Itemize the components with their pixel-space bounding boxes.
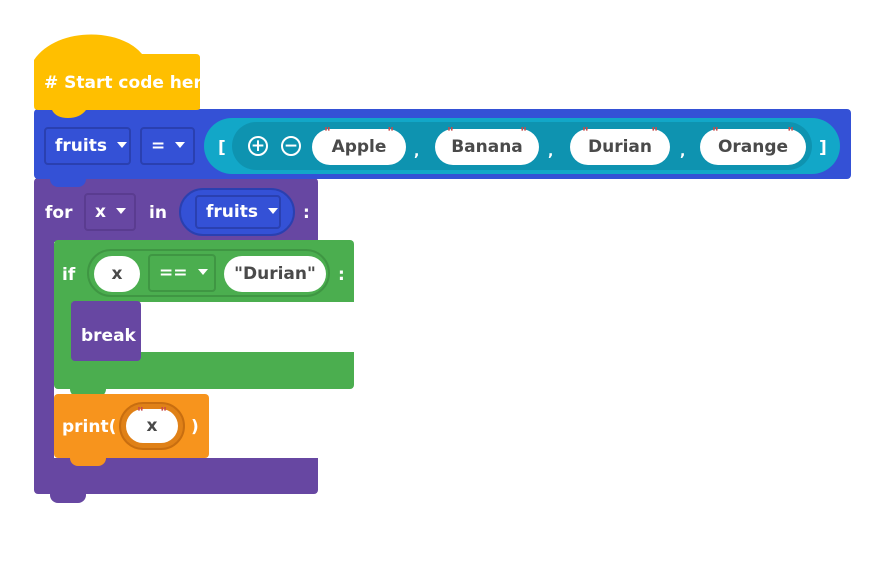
if-colon: : [338,265,345,285]
if-body-rail [54,302,72,354]
if-bottom-notch [70,387,106,397]
iterable-slot[interactable]: fruits [179,188,295,236]
break-block[interactable] [71,301,141,361]
list-separator: , [414,144,420,160]
list-close-bracket: ] [819,138,827,158]
chevron-down-icon [267,208,278,214]
print-arg-label: x [146,416,158,436]
assign-bottom-notch [50,177,86,187]
quote-close: " [787,126,794,141]
for-loop-bottom-notch [50,492,86,503]
iterable-dropdown[interactable]: fruits [195,195,281,229]
list-item-orange[interactable]: " Orange " [700,126,806,165]
start-block[interactable] [34,34,202,120]
for-loop-body-rail [34,242,54,460]
for-variable-dropdown[interactable]: x [84,193,136,231]
list-item-label: Durian [588,137,652,157]
assign-operator-label: = [151,136,166,156]
list-open-bracket: [ [218,138,226,158]
chevron-down-icon [197,269,208,275]
variable-label: fruits [55,136,107,156]
quote-open: " [582,126,589,141]
for-keyword: for [45,203,73,223]
plus-circle-icon[interactable]: + [248,136,268,156]
quote-open: " [324,126,331,141]
chevron-down-icon [175,142,186,148]
list-item-banana[interactable]: " Banana " [435,126,539,165]
minus-circle-icon[interactable]: − [281,136,301,156]
quote-open: " [712,126,719,141]
assign-operator-dropdown[interactable]: = [140,127,195,165]
comparison-operator-dropdown[interactable]: == [148,254,216,292]
list-separator: , [548,144,554,160]
print-arg-value[interactable]: " x " [126,406,178,443]
variable-dropdown[interactable]: fruits [44,127,131,165]
chevron-down-icon [115,208,126,214]
list-separator: , [680,144,686,160]
list-item-label: Orange [717,137,789,157]
quote-close: " [520,126,527,141]
quote-close: " [160,406,167,421]
iterable-label: fruits [206,202,258,222]
print-close-paren: ) [191,417,199,437]
in-keyword: in [149,203,167,223]
quote-open: " [137,406,144,421]
quote-close: " [387,126,394,141]
for-variable-label: x [95,202,106,222]
condition-right-operand[interactable]: "Durian" [224,256,326,292]
list-item-label: Apple [331,137,387,157]
print-bottom-notch [70,456,106,466]
condition-left-operand[interactable]: x [94,256,140,292]
list-item-apple[interactable]: " Apple " [312,126,406,165]
comparison-operator-label: == [159,263,188,283]
break-label: break [81,326,136,346]
quote-close: " [651,126,658,141]
chevron-down-icon [116,142,127,148]
quote-open: " [447,126,454,141]
for-colon: : [303,203,310,223]
print-label: print( [62,417,117,437]
list-item-durian[interactable]: " Durian " [570,126,670,165]
if-keyword: if [62,265,76,285]
start-block-label: # Start code here [44,73,214,93]
list-item-label: Banana [451,137,523,157]
